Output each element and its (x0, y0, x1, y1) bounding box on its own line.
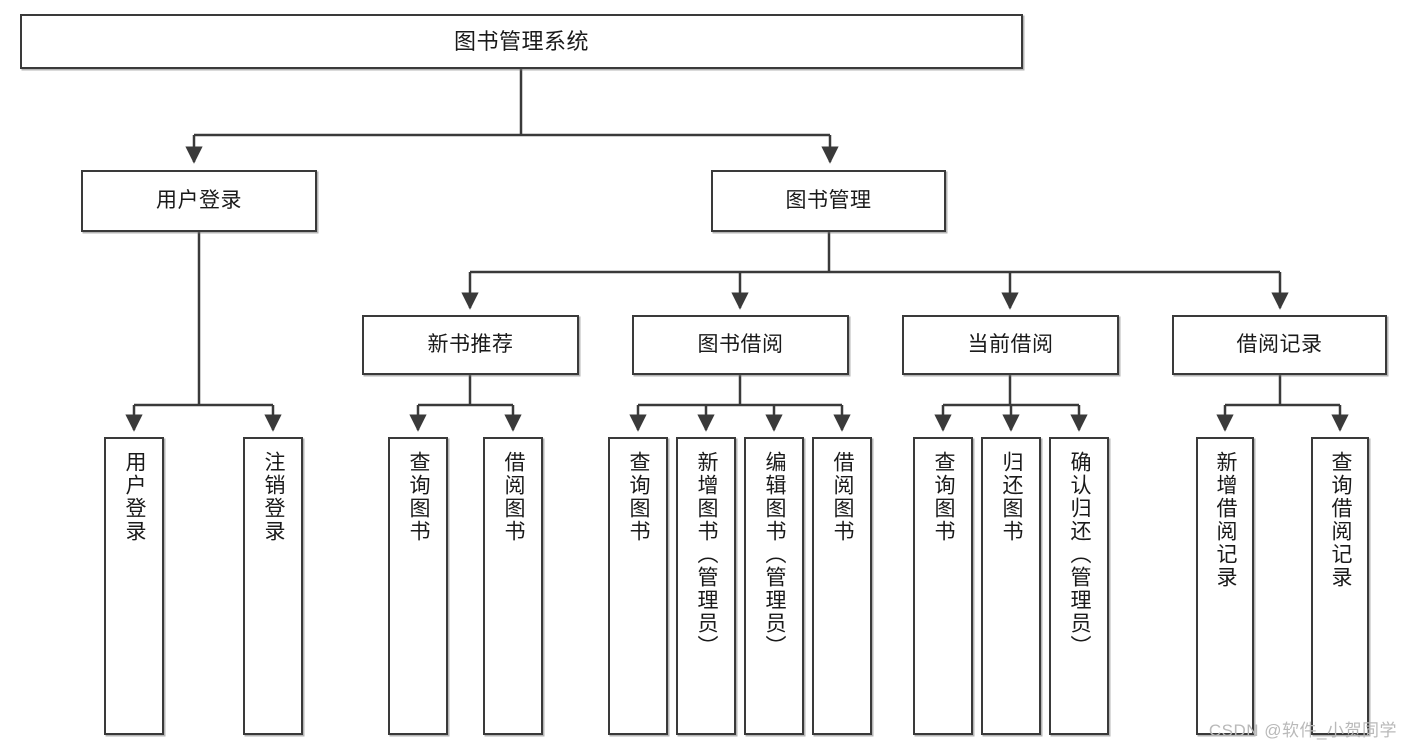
node-label: 新增借阅记录 (1214, 451, 1238, 589)
node-new-book-recommend[interactable]: 新书推荐 (362, 315, 579, 375)
node-label: 注销登录 (262, 451, 286, 543)
node-leaf-confirm-return[interactable]: 确认归还（管理员） (1049, 437, 1109, 735)
node-leaf-borrow-book-1[interactable]: 借阅图书 (483, 437, 543, 735)
node-leaf-borrow-book-2[interactable]: 借阅图书 (812, 437, 872, 735)
node-current-borrow[interactable]: 当前借阅 (902, 315, 1119, 375)
node-label: 图书管理 (785, 188, 872, 212)
node-leaf-add-book[interactable]: 新增图书（管理员） (676, 437, 736, 735)
node-book-borrow[interactable]: 图书借阅 (632, 315, 849, 375)
node-label: 归还图书 (1000, 451, 1024, 543)
node-label: 图书管理系统 (453, 28, 589, 54)
node-user-login[interactable]: 用户登录 (81, 170, 317, 232)
node-borrow-record[interactable]: 借阅记录 (1172, 315, 1387, 375)
node-label: 新书推荐 (427, 332, 514, 356)
node-label: 查询图书 (932, 451, 956, 543)
node-leaf-query-book-3[interactable]: 查询图书 (913, 437, 973, 735)
node-label: 查询借阅记录 (1329, 451, 1353, 589)
node-label: 借阅图书 (502, 451, 526, 543)
node-label: 新增图书（管理员） (695, 451, 719, 658)
node-leaf-query-record[interactable]: 查询借阅记录 (1311, 437, 1369, 735)
node-label: 查询图书 (627, 451, 651, 543)
node-leaf-user-login[interactable]: 用户登录 (104, 437, 164, 735)
node-leaf-edit-book[interactable]: 编辑图书（管理员） (744, 437, 804, 735)
node-label: 确认归还（管理员） (1068, 451, 1092, 658)
node-label: 图书借阅 (697, 332, 784, 356)
node-label: 用户登录 (123, 451, 147, 543)
node-leaf-query-book-2[interactable]: 查询图书 (608, 437, 668, 735)
watermark: CSDN @软件_小贺同学 (1208, 721, 1397, 740)
node-leaf-return-book[interactable]: 归还图书 (981, 437, 1041, 735)
node-root-system[interactable]: 图书管理系统 (20, 14, 1023, 69)
node-label: 编辑图书（管理员） (763, 451, 787, 658)
node-label: 用户登录 (156, 188, 242, 212)
node-leaf-logout[interactable]: 注销登录 (243, 437, 303, 735)
node-label: 当前借阅 (967, 332, 1054, 356)
node-label: 借阅记录 (1236, 332, 1323, 356)
node-book-manage[interactable]: 图书管理 (711, 170, 946, 232)
node-leaf-query-book-1[interactable]: 查询图书 (388, 437, 448, 735)
node-label: 借阅图书 (831, 451, 855, 543)
node-leaf-add-record[interactable]: 新增借阅记录 (1196, 437, 1254, 735)
node-label: 查询图书 (407, 451, 431, 543)
